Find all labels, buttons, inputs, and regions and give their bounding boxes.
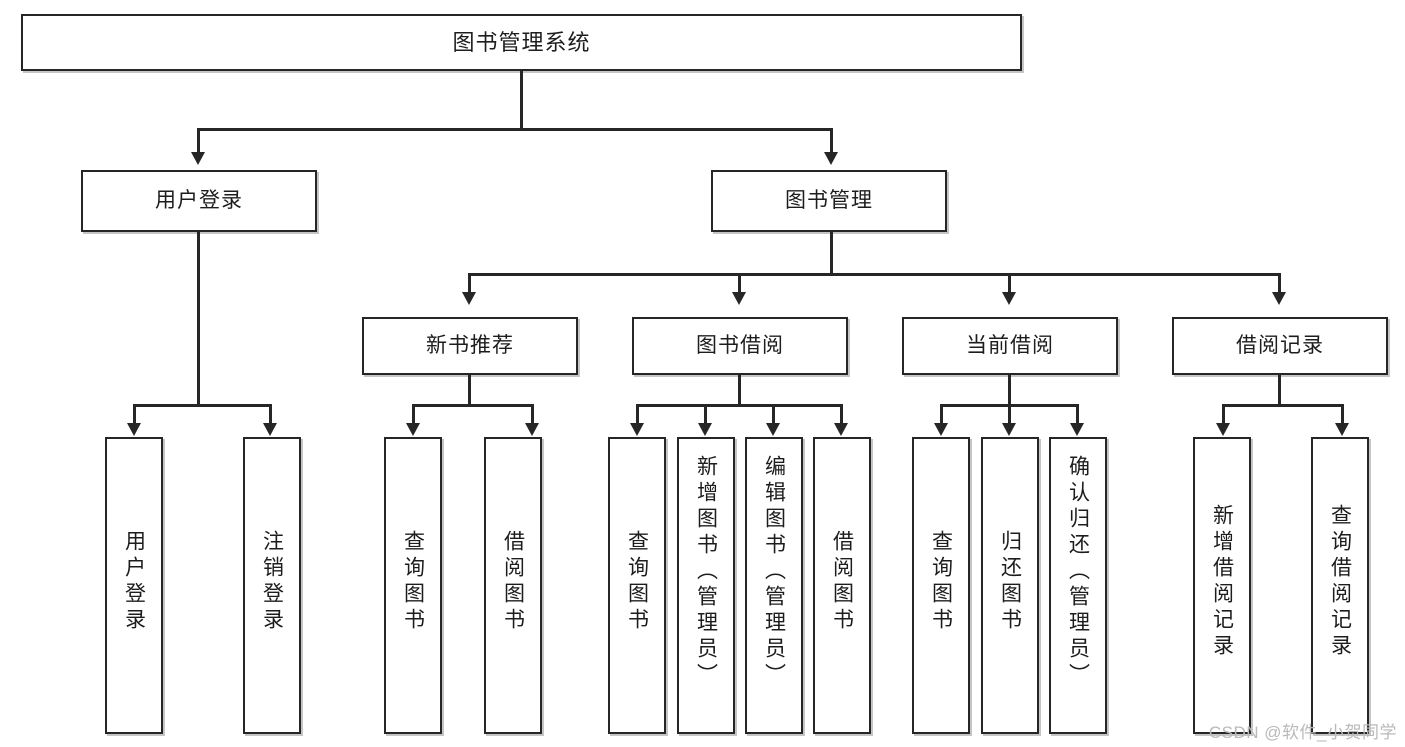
node-label: 新增图书（管理员） xyxy=(694,455,718,689)
node-label: 图书管理系统 xyxy=(452,29,591,55)
connector-bb-to-leaf-3 xyxy=(772,404,775,426)
connector-cb-to-leaf-2 xyxy=(1008,404,1011,426)
leaf-book-borrow-query[interactable]: 查询图书 xyxy=(608,437,666,734)
node-new-book-recommend[interactable]: 新书推荐 xyxy=(362,317,578,375)
arrow-cb-to-leaf-3 xyxy=(1070,423,1084,436)
connector-root-stem xyxy=(520,71,523,128)
node-label: 用户登录 xyxy=(122,529,146,634)
connector-book-borrow-stem xyxy=(738,375,741,404)
node-label: 当前借阅 xyxy=(966,333,1054,357)
node-label: 编辑图书（管理员） xyxy=(762,455,786,689)
connector-user-login-to-leaf-1 xyxy=(133,404,136,426)
leaf-borrow-record-query[interactable]: 查询借阅记录 xyxy=(1311,437,1369,734)
node-label: 借阅图书 xyxy=(501,529,525,634)
node-label: 查询借阅记录 xyxy=(1328,503,1352,660)
connector-cb-to-leaf-1 xyxy=(940,404,943,426)
connector-book-management-stem xyxy=(830,232,833,273)
node-current-borrow[interactable]: 当前借阅 xyxy=(902,317,1118,375)
leaf-current-borrow-return[interactable]: 归还图书 xyxy=(981,437,1039,734)
connector-new-book-to-leaf-2 xyxy=(531,404,534,426)
arrow-bb-to-leaf-4 xyxy=(834,423,848,436)
arrow-root-to-user-login xyxy=(191,152,205,165)
node-label: 图书管理 xyxy=(785,188,873,212)
connector-user-login-stem xyxy=(197,232,200,404)
arrow-cb-to-leaf-1 xyxy=(934,423,948,436)
connector-br-to-leaf-1 xyxy=(1222,404,1225,426)
connector-bm-to-new-book xyxy=(468,273,471,295)
leaf-borrow-record-add[interactable]: 新增借阅记录 xyxy=(1193,437,1251,734)
node-label: 查询图书 xyxy=(401,529,425,634)
arrow-root-to-book-management xyxy=(824,152,838,165)
leaf-book-borrow-add[interactable]: 新增图书（管理员） xyxy=(677,437,735,734)
node-label: 查询图书 xyxy=(625,529,649,634)
node-label: 查询图书 xyxy=(929,529,953,634)
arrow-new-book-to-leaf-2 xyxy=(525,423,539,436)
connector-root-to-user-login xyxy=(197,128,200,155)
node-user-login[interactable]: 用户登录 xyxy=(81,170,317,232)
connector-user-login-to-leaf-2 xyxy=(269,404,272,426)
connector-new-book-bus xyxy=(412,404,533,407)
arrow-bm-to-current-borrow xyxy=(1002,292,1016,305)
node-label: 借阅图书 xyxy=(830,529,854,634)
node-book-management[interactable]: 图书管理 xyxy=(711,170,947,232)
leaf-user-login-logout[interactable]: 注销登录 xyxy=(243,437,301,734)
arrow-bb-to-leaf-3 xyxy=(766,423,780,436)
connector-bb-to-leaf-1 xyxy=(636,404,639,426)
connector-cb-to-leaf-3 xyxy=(1076,404,1079,426)
node-label: 新增借阅记录 xyxy=(1210,503,1234,660)
connector-user-login-bus xyxy=(133,404,271,407)
leaf-current-borrow-confirm-return[interactable]: 确认归还（管理员） xyxy=(1049,437,1107,734)
arrow-bm-to-borrow-record xyxy=(1272,292,1286,305)
connector-root-bus xyxy=(197,128,832,131)
leaf-new-book-borrow[interactable]: 借阅图书 xyxy=(484,437,542,734)
connector-bb-to-leaf-4 xyxy=(840,404,843,426)
leaf-user-login-login[interactable]: 用户登录 xyxy=(105,437,163,734)
leaf-book-borrow-edit[interactable]: 编辑图书（管理员） xyxy=(745,437,803,734)
node-book-borrow[interactable]: 图书借阅 xyxy=(632,317,848,375)
arrow-user-login-to-leaf-1 xyxy=(127,423,141,436)
arrow-bb-to-leaf-2 xyxy=(698,423,712,436)
node-label: 用户登录 xyxy=(155,188,243,212)
connector-root-to-book-management xyxy=(830,128,833,155)
arrow-bm-to-book-borrow xyxy=(732,292,746,305)
node-label: 借阅记录 xyxy=(1236,333,1324,357)
connector-book-management-bus xyxy=(468,273,1280,276)
arrow-br-to-leaf-1 xyxy=(1216,423,1230,436)
connector-book-borrow-bus xyxy=(636,404,842,407)
connector-new-book-to-leaf-1 xyxy=(412,404,415,426)
connector-borrow-record-stem xyxy=(1278,375,1281,404)
arrow-bm-to-new-book xyxy=(462,292,476,305)
node-label: 注销登录 xyxy=(260,529,284,634)
leaf-new-book-query[interactable]: 查询图书 xyxy=(384,437,442,734)
node-label: 归还图书 xyxy=(998,529,1022,634)
connector-bm-to-book-borrow xyxy=(738,273,741,295)
connector-current-borrow-stem xyxy=(1008,375,1011,404)
connector-bb-to-leaf-2 xyxy=(704,404,707,426)
node-label: 新书推荐 xyxy=(426,333,514,357)
node-label: 图书借阅 xyxy=(696,333,784,357)
connector-bm-to-borrow-record xyxy=(1278,273,1281,295)
connector-borrow-record-bus xyxy=(1222,404,1343,407)
leaf-book-borrow-borrow[interactable]: 借阅图书 xyxy=(813,437,871,734)
arrow-user-login-to-leaf-2 xyxy=(263,423,277,436)
connector-bm-to-current-borrow xyxy=(1008,273,1011,295)
node-label: 确认归还（管理员） xyxy=(1066,455,1090,689)
connector-br-to-leaf-2 xyxy=(1341,404,1344,426)
arrow-br-to-leaf-2 xyxy=(1335,423,1349,436)
leaf-current-borrow-query[interactable]: 查询图书 xyxy=(912,437,970,734)
arrow-new-book-to-leaf-1 xyxy=(406,423,420,436)
node-root-book-management-system[interactable]: 图书管理系统 xyxy=(21,14,1022,71)
connector-new-book-stem xyxy=(468,375,471,404)
node-borrow-record[interactable]: 借阅记录 xyxy=(1172,317,1388,375)
arrow-bb-to-leaf-1 xyxy=(630,423,644,436)
arrow-cb-to-leaf-2 xyxy=(1002,423,1016,436)
